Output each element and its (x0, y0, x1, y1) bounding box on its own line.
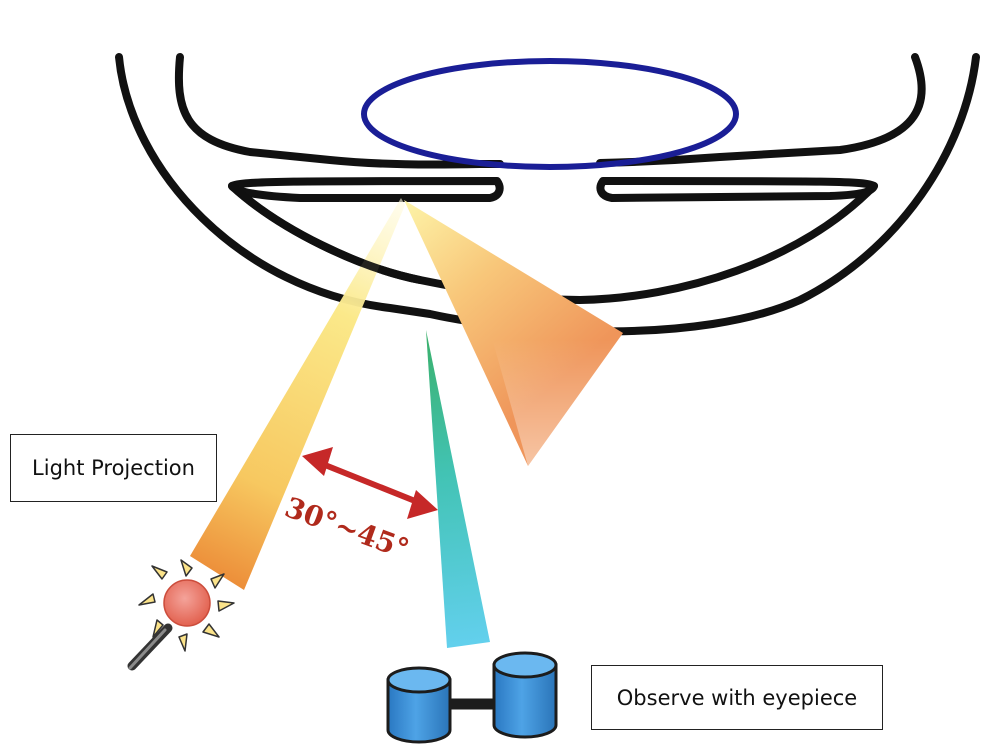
light-projection-label: Light Projection (10, 434, 217, 502)
light-projection-text: Light Projection (32, 456, 195, 480)
angle-label: 30°~45° (281, 491, 414, 566)
inner-eye-outline-right (596, 53, 926, 167)
angle-arrow (302, 447, 438, 519)
lens-right-lobe (596, 177, 878, 202)
pupil-ring (361, 58, 739, 170)
angle-arrowhead-right (407, 490, 438, 519)
iris-curve-overlay (228, 182, 424, 284)
observe-eyepiece-text: Observe with eyepiece (616, 685, 858, 710)
angle-arrowhead-left (302, 447, 333, 476)
inner-eye-outline (174, 53, 504, 169)
binocular-eyepiece-icon (386, 651, 558, 744)
observation-beam (426, 330, 490, 648)
light-projection-beam (190, 198, 405, 590)
lens-left-lobe (228, 177, 504, 202)
iris-lower-curve (228, 182, 878, 304)
observe-eyepiece-label: Observe with eyepiece (591, 665, 883, 730)
light-bulb-icon (127, 559, 235, 671)
reflected-beam-fade (470, 260, 623, 466)
